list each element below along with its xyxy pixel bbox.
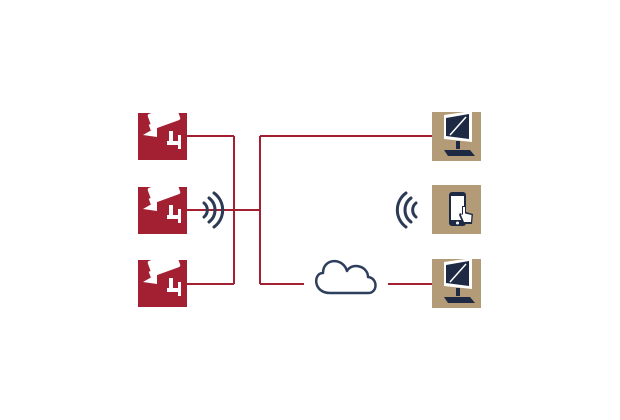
wifi-right-icon: [202, 191, 225, 229]
camera-node-1: [138, 104, 187, 160]
desktop-monitor-icon: [444, 111, 475, 156]
client-node-1: [432, 111, 481, 161]
smartphone-touch-icon: [449, 192, 473, 226]
camera-node-2: [138, 178, 187, 234]
client-node-3: [432, 258, 481, 308]
camera-node-3: [138, 251, 187, 307]
connection-lines: [187, 135, 432, 285]
client-node-2: [432, 185, 481, 234]
cloud-icon: [315, 259, 377, 295]
wifi-left-icon: [395, 191, 418, 229]
desktop-monitor-icon: [444, 258, 475, 303]
